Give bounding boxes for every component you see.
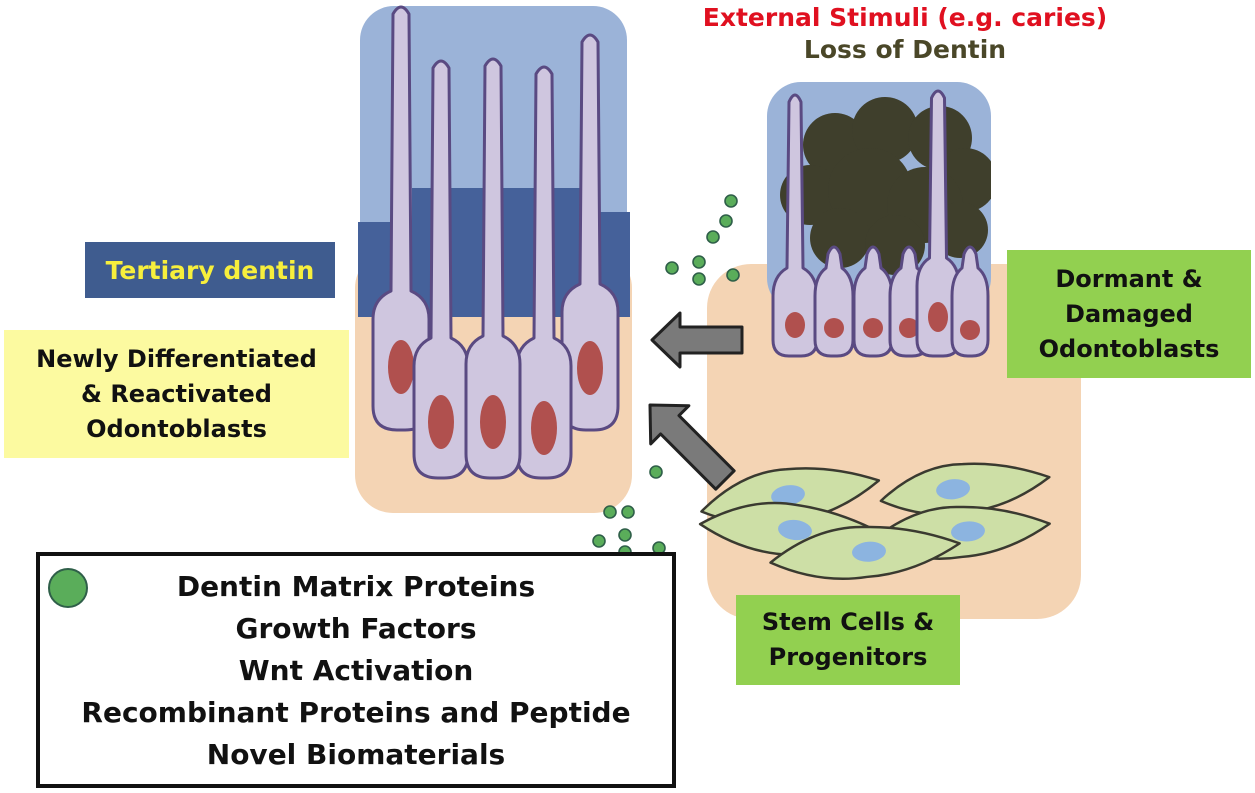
nucleus xyxy=(771,485,805,506)
signal-dot xyxy=(692,255,706,269)
nucleus xyxy=(852,541,886,562)
odontoblast-cell xyxy=(915,89,961,358)
legend-item: Growth Factors xyxy=(235,612,477,645)
tertiary-dentin-label: Tertiary dentin xyxy=(85,242,335,298)
nucleus xyxy=(899,318,919,338)
legend-item: Wnt Activation xyxy=(238,654,474,687)
odontoblast-cell xyxy=(852,245,894,358)
caries-lesion xyxy=(780,97,991,275)
loss-of-dentin-title: Loss of Dentin xyxy=(803,35,1007,64)
nucleus xyxy=(480,395,506,449)
stem-cells-label: Stem Cells & Progenitors xyxy=(736,595,960,685)
nucleus xyxy=(824,318,844,338)
signal-dot xyxy=(621,505,635,519)
odontoblast-cell xyxy=(412,59,470,480)
dormant-damaged-label: Dormant & Damaged Odontoblasts xyxy=(1007,250,1251,378)
nucleus xyxy=(936,479,971,500)
green-dot-icon xyxy=(48,568,88,608)
signal-dot xyxy=(665,261,679,275)
signal-dot xyxy=(618,528,632,542)
external-stimuli-title: External Stimuli (e.g. caries) xyxy=(702,3,1108,32)
newly-differentiated-odontoblasts xyxy=(371,5,620,480)
odontoblast-cell xyxy=(771,93,819,358)
nucleus xyxy=(577,341,603,395)
signal-dot xyxy=(649,465,663,479)
dormant-damaged-odontoblasts xyxy=(771,89,990,358)
odontoblast-cell xyxy=(560,33,620,432)
legend-item: Dentin Matrix Proteins xyxy=(176,570,536,603)
nucleus xyxy=(928,302,948,332)
signal-dot xyxy=(719,214,733,228)
nucleus xyxy=(960,320,980,340)
legend-list: Dentin Matrix Proteins Growth Factors Wn… xyxy=(40,566,672,776)
signal-dot xyxy=(724,194,738,208)
signal-dot xyxy=(692,272,706,286)
nucleus xyxy=(428,395,454,449)
legend-box: Dentin Matrix Proteins Growth Factors Wn… xyxy=(36,552,676,788)
odontoblast-cell xyxy=(464,57,522,480)
odontoblast-cell xyxy=(813,245,855,358)
nucleus xyxy=(863,318,883,338)
nucleus xyxy=(778,519,812,541)
signal-dot xyxy=(726,268,740,282)
stem-cell xyxy=(879,462,1051,516)
arrow-from-dormant-odontoblasts xyxy=(650,311,744,369)
nucleus xyxy=(388,340,414,394)
signal-dot xyxy=(706,230,720,244)
stem-cell-cluster xyxy=(698,462,1051,580)
signal-dot xyxy=(592,534,606,548)
odontoblast-cell xyxy=(950,245,990,358)
signal-dot xyxy=(603,505,617,519)
nucleus xyxy=(951,521,985,542)
stem-cell xyxy=(769,525,961,580)
newly-differentiated-label: Newly Differentiated & Reactivated Odont… xyxy=(4,330,349,458)
legend-item: Novel Biomaterials xyxy=(206,738,506,771)
nucleus xyxy=(785,312,805,338)
nucleus xyxy=(531,401,557,455)
arrow-from-stem-cells xyxy=(648,403,736,491)
legend-item: Recombinant Proteins and Peptide xyxy=(81,696,631,729)
